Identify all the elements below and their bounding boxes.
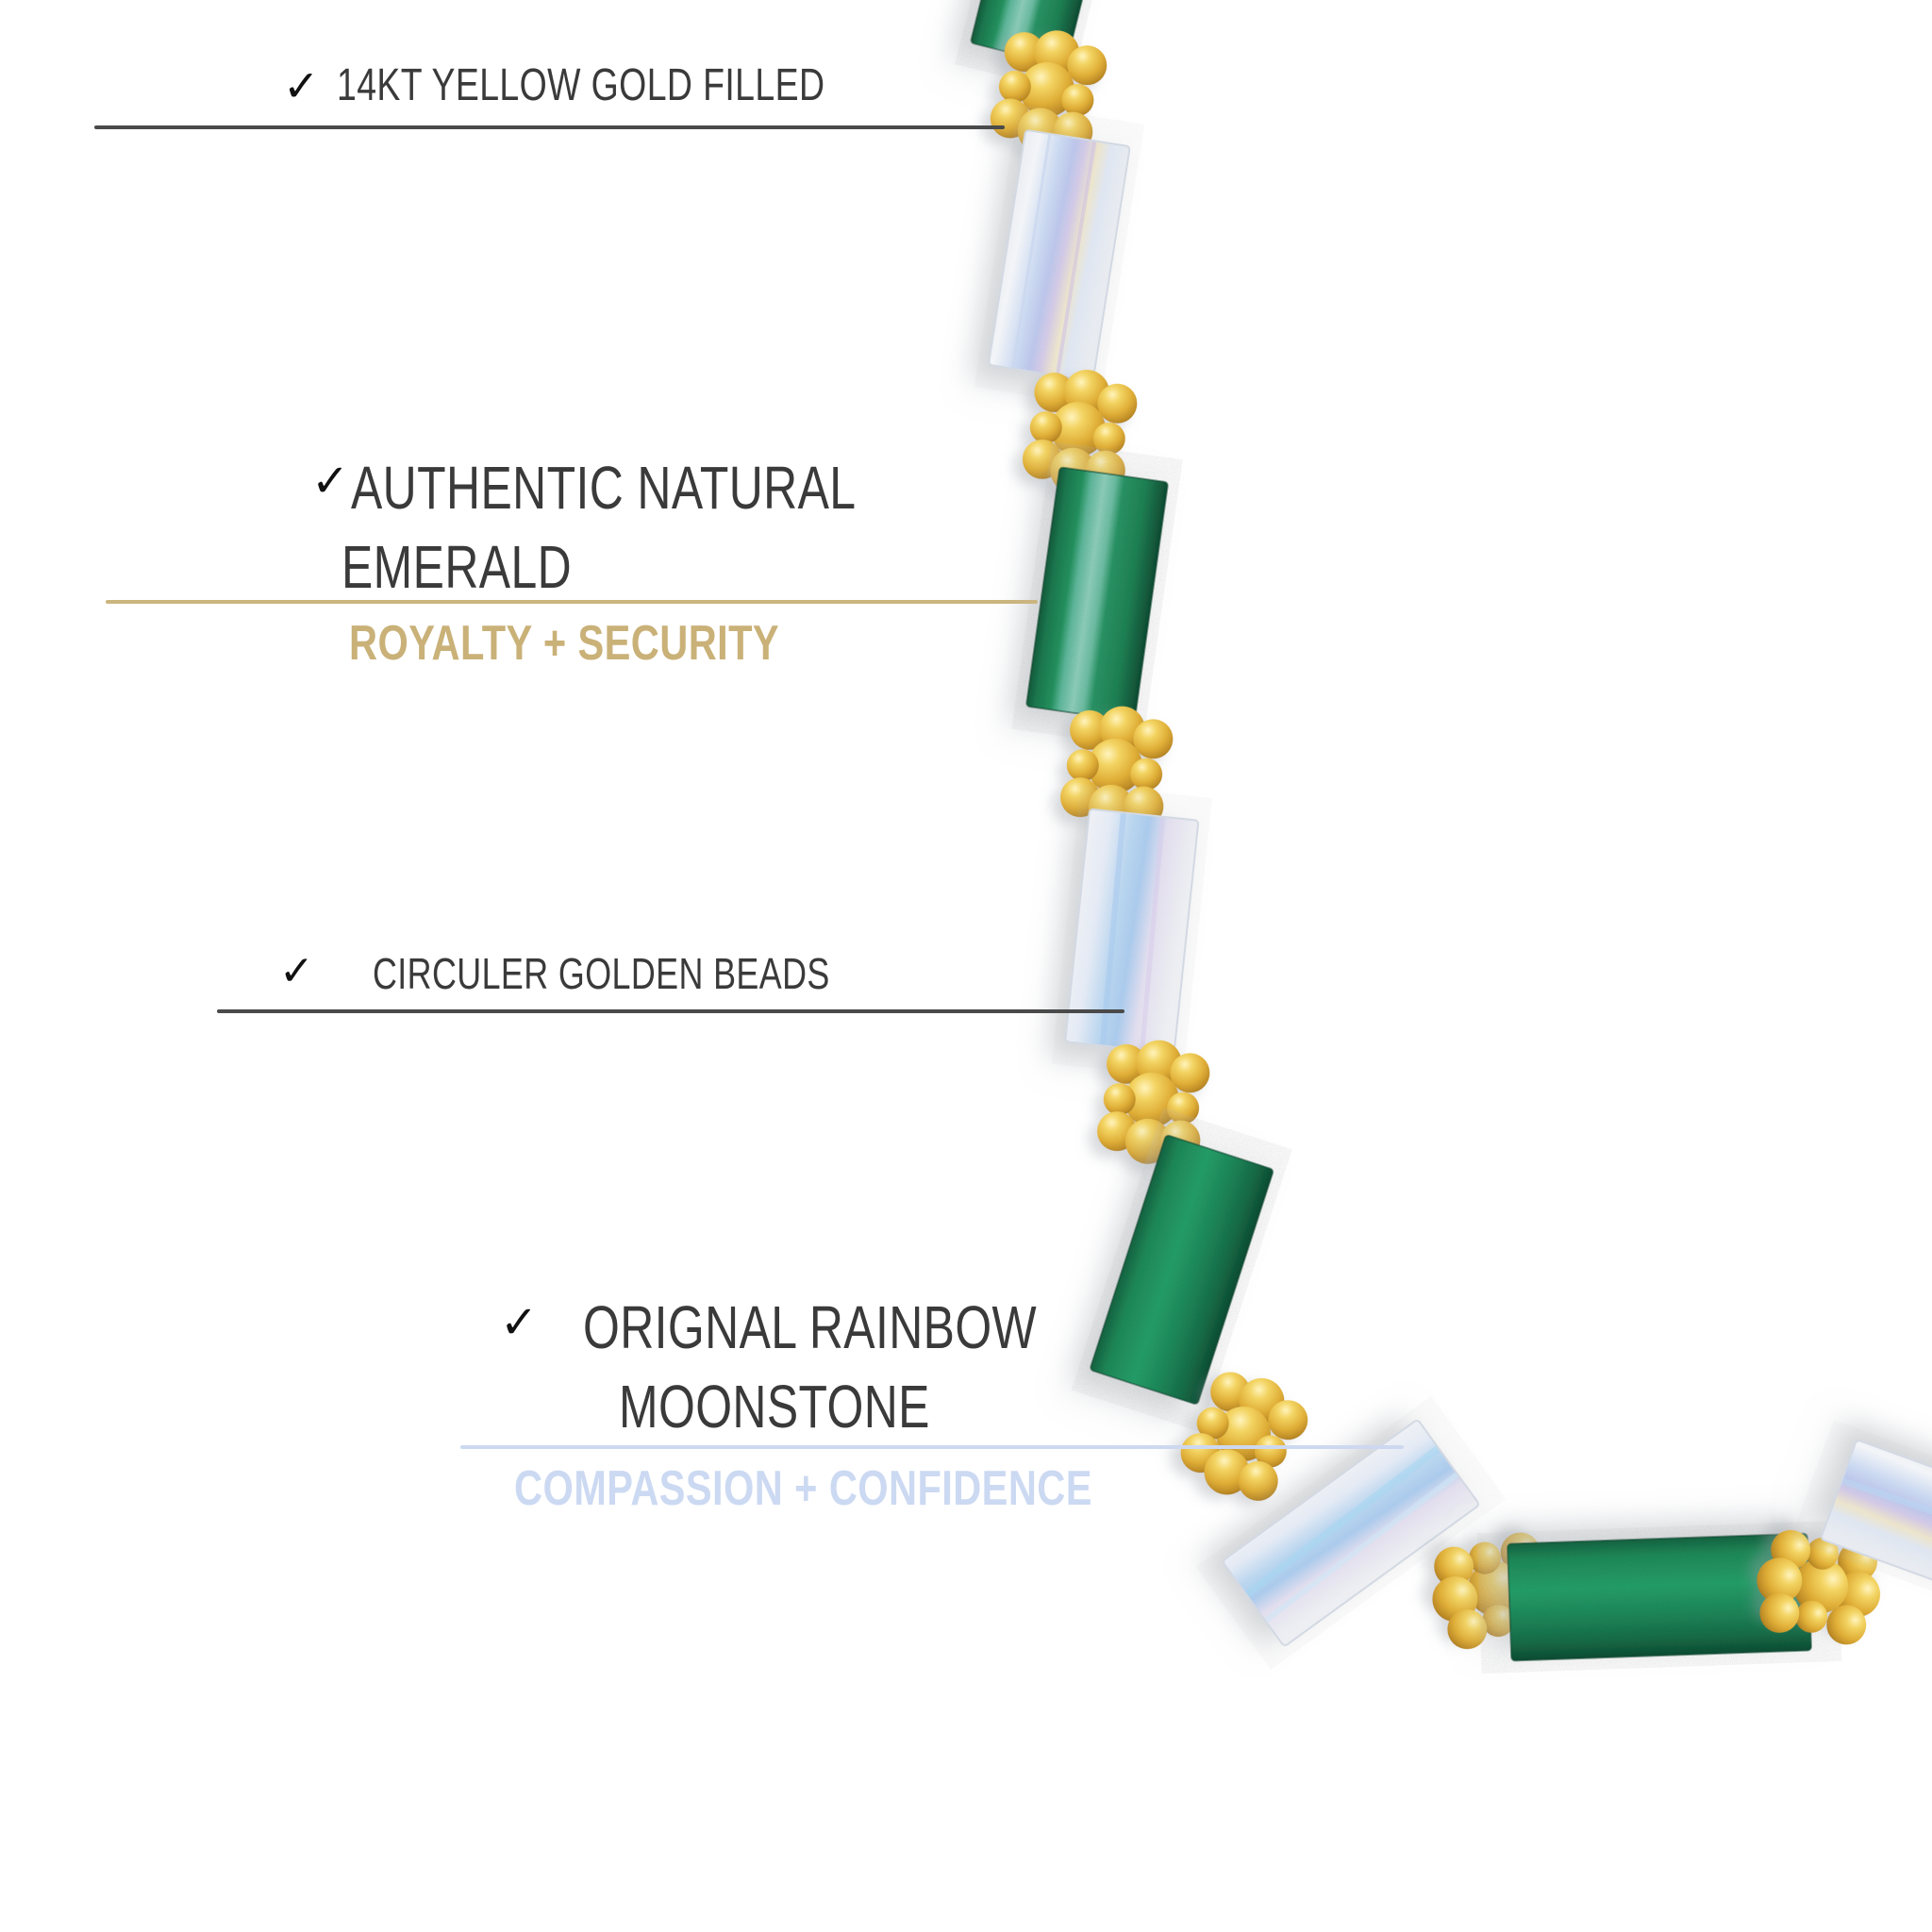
bead-moonstone [1821,1440,1932,1636]
bead-moonstone [1223,1420,1479,1646]
callout-emerald-label-line2: EMERALD [341,533,573,602]
leader-line-gold [94,125,1005,129]
callout-moonstone-benefit: COMPASSION + CONFIDENCE [514,1461,1092,1516]
leader-line-beads [217,1009,1124,1013]
callout-beads-label: CIRCULER GOLDEN BEADS [372,949,830,998]
bead-moonstone [988,129,1131,382]
callout-golden-beads: ✓ CIRCULER GOLDEN BEADS [279,947,958,1000]
necklace-strand [970,0,1932,1662]
callout-moonstone-label-line2: MOONSTONE [619,1373,930,1441]
callout-gold-label: 14KT YELLOW GOLD FILLED [336,60,824,110]
callout-gold-filled: ✓ 14KT YELLOW GOLD FILLED [283,58,962,114]
leader-line-moonstone [460,1445,1404,1449]
bead-emerald [1090,1134,1274,1406]
callout-emerald: ✓ AUTHENTIC NATURAL EMERALD [311,451,999,604]
callout-emerald-benefit: ROYALTY + SECURITY [349,616,780,671]
bead-moonstone [1064,808,1200,1054]
callout-moonstone-label-line1: ORIGNAL RAINBOW [583,1293,1038,1361]
check-icon: ✓ [283,60,320,111]
check-icon: ✓ [311,455,350,508]
check-icon: ✓ [500,1296,539,1349]
leader-line-emerald [106,600,1038,604]
bead-emerald [1025,466,1169,723]
check-icon: ✓ [279,947,314,995]
callout-emerald-label-line1: AUTHENTIC NATURAL [351,454,857,522]
callout-moonstone: ✓ ORIGNAL RAINBOW MOONSTONE [500,1291,1165,1443]
